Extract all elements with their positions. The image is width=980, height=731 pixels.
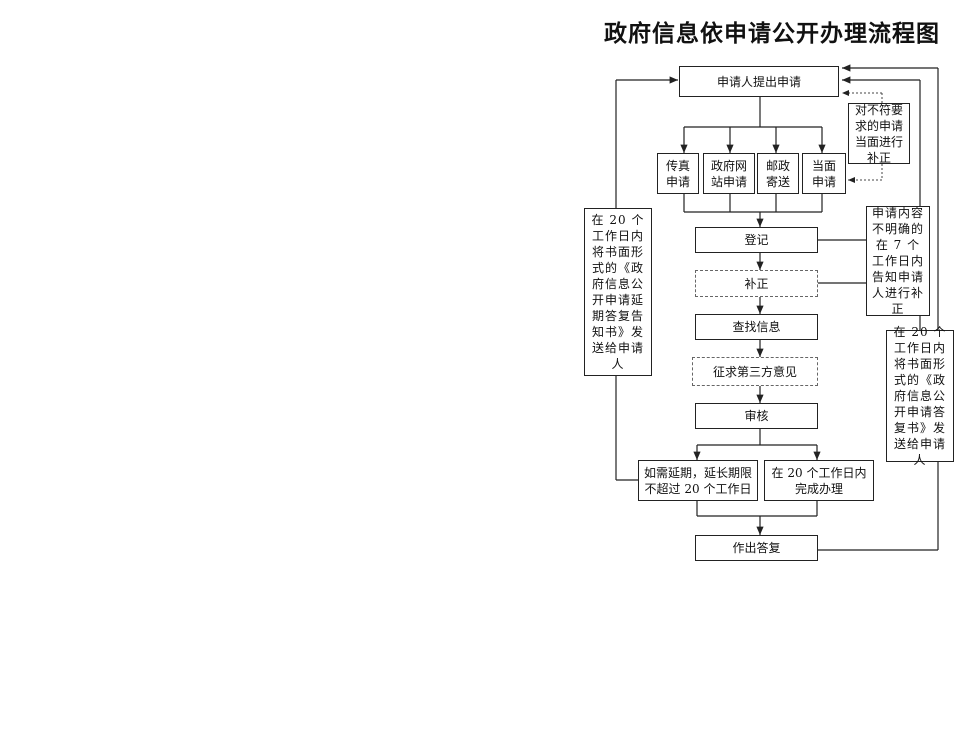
node-review: 审核: [695, 403, 818, 429]
node-register: 登记: [695, 227, 818, 253]
node-web-apply: 政府网站申请: [703, 153, 755, 194]
node-apply: 申请人提出申请: [679, 66, 839, 97]
node-left-note: 在 20 个工作日内将书面形式的《政府信息公开申请延期答复告知书》发送给申请人: [584, 208, 652, 376]
node-supplement: 补正: [695, 270, 818, 297]
node-mail-apply: 邮政寄送: [757, 153, 799, 194]
node-correct-face: 对不符要求的申请当面进行补正: [848, 103, 910, 165]
node-complete: 在 20 个工作日内完成办理: [764, 460, 874, 501]
node-third-party: 征求第三方意见: [692, 357, 818, 386]
node-search: 查找信息: [695, 314, 818, 340]
node-unclear-notice: 申请内容不明确的在 7 个工作日内告知申请人进行补正: [866, 206, 930, 316]
node-fax-apply: 传真申请: [657, 153, 699, 194]
node-face-apply: 当面申请: [802, 153, 846, 194]
node-extend: 如需延期，延长期限不超过 20 个工作日: [638, 460, 758, 501]
node-reply: 作出答复: [695, 535, 818, 561]
node-right-note: 在 20 个工作日内将书面形式的《政府信息公开申请答复书》发送给申请人: [886, 325, 954, 467]
page-title: 政府信息依申请公开办理流程图: [604, 20, 940, 47]
